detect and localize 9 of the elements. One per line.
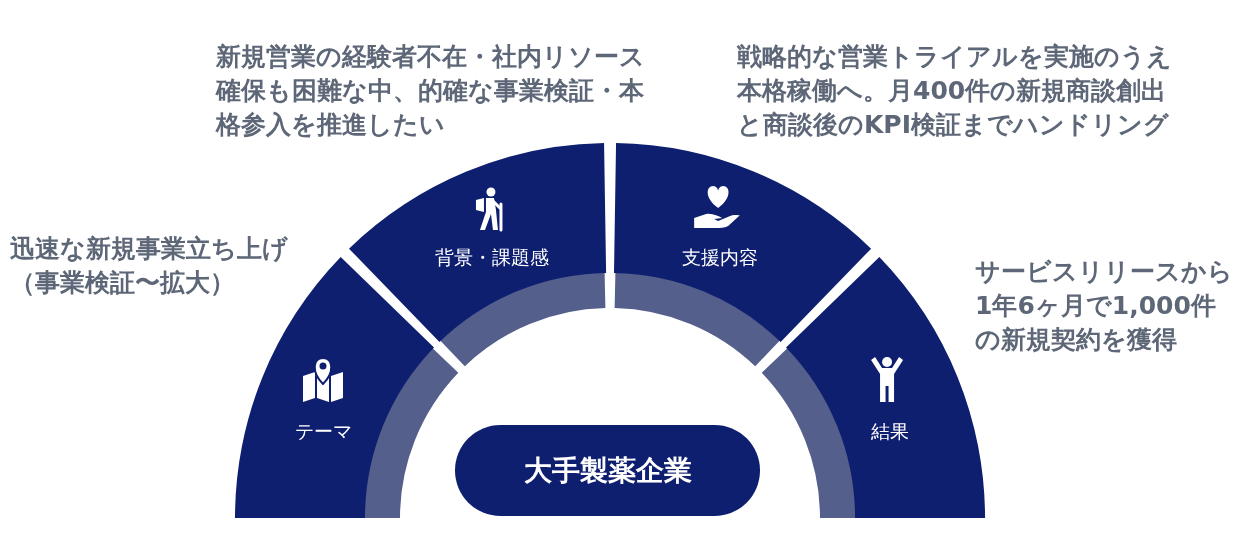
client-name: 大手製薬企業 <box>523 452 692 489</box>
description-text: サービスリリースから1年6ヶ月で1,000件の新規契約を獲得 <box>975 256 1234 356</box>
segment-label: 背景・課題感 <box>435 245 549 270</box>
description-text: 新規営業の経験者不在・社内リソース確保も困難な中、的確な事業検証・本格参入を推進したい <box>216 41 646 141</box>
description-text: 迅速な新規事業立ち上げ（事業検証〜拡大） <box>10 233 289 299</box>
description-text: 戦略的な営業トライアルを実施のうえ本格稼働へ。月400件の新規商談創出と商談後のKPI検証までハンドリング <box>737 41 1173 141</box>
segment-label: 支援内容 <box>682 245 758 270</box>
segment-label: テーマ <box>294 419 352 444</box>
segment-label: 結果 <box>871 419 909 444</box>
